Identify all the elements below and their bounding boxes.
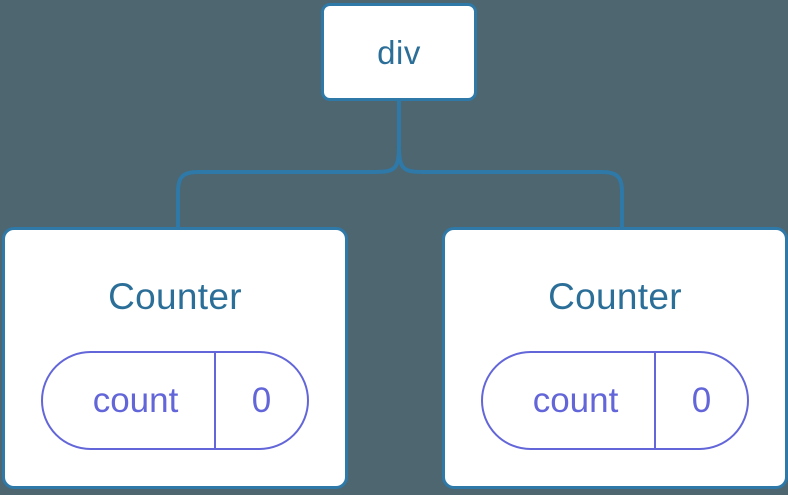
state-value-label-right: 0 [691, 381, 712, 420]
state-value-label-left: 0 [251, 381, 272, 420]
node-div-label: div [377, 33, 421, 71]
state-key-label-left: count [92, 381, 179, 420]
node-counter-left[interactable]: Counter count 0 [2, 227, 348, 489]
state-value-cell-right: 0 [656, 353, 747, 448]
state-pill-right[interactable]: count 0 [481, 351, 749, 450]
state-key-cell-right: count [483, 353, 656, 448]
state-pill-left[interactable]: count 0 [41, 351, 309, 450]
connector-left-branch [176, 101, 401, 227]
node-counter-right-title: Counter [548, 276, 682, 317]
node-counter-right[interactable]: Counter count 0 [442, 227, 788, 489]
connector-right-branch [397, 101, 624, 227]
node-counter-left-title: Counter [108, 276, 242, 317]
state-key-cell-left: count [43, 353, 216, 448]
state-key-label-right: count [532, 381, 619, 420]
state-value-cell-left: 0 [216, 353, 307, 448]
node-div[interactable]: div [321, 3, 477, 101]
